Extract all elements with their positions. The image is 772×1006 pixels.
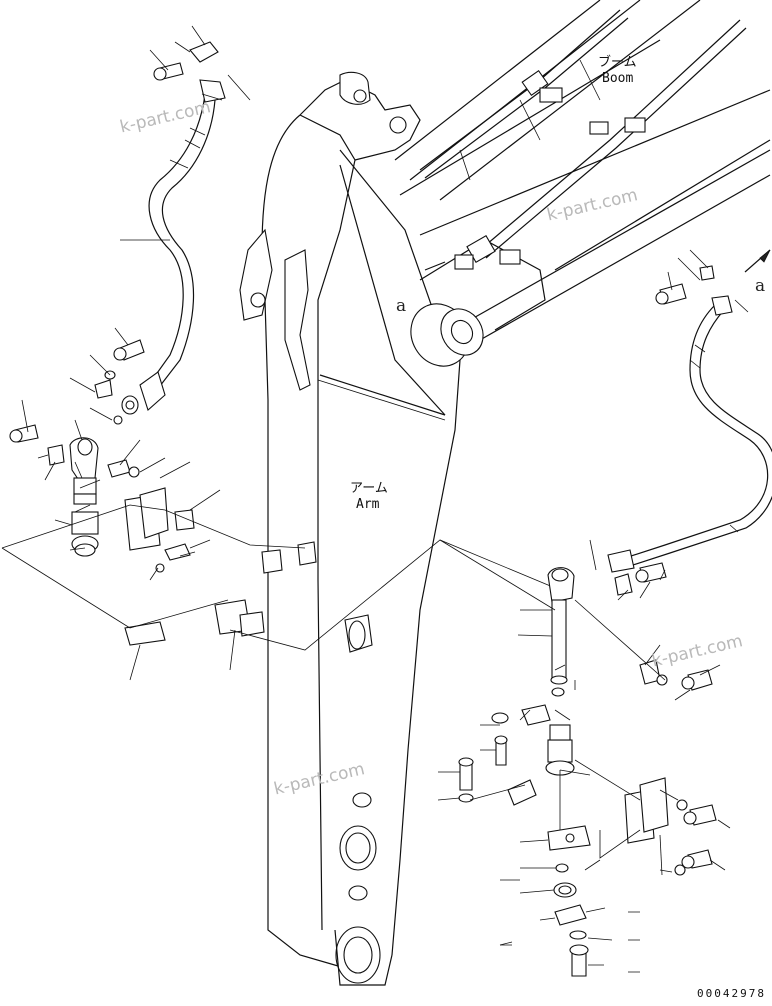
right-hose-assembly [439, 265, 772, 977]
drawing-number: 00042978 [697, 987, 766, 1000]
reference-mark-a-left: a [396, 296, 407, 316]
reference-mark-a-right: a [755, 276, 766, 296]
arm-structure [239, 71, 546, 986]
boom-label-en: Boom [602, 71, 634, 86]
left-hose-assembly [1, 41, 561, 651]
arm-label-jp: アーム [350, 481, 388, 496]
arm-label-en: Arm [356, 497, 380, 512]
boom-structure [394, 0, 771, 341]
boom-label-jp: ブーム [598, 55, 637, 70]
callout-leaders [21, 25, 771, 973]
